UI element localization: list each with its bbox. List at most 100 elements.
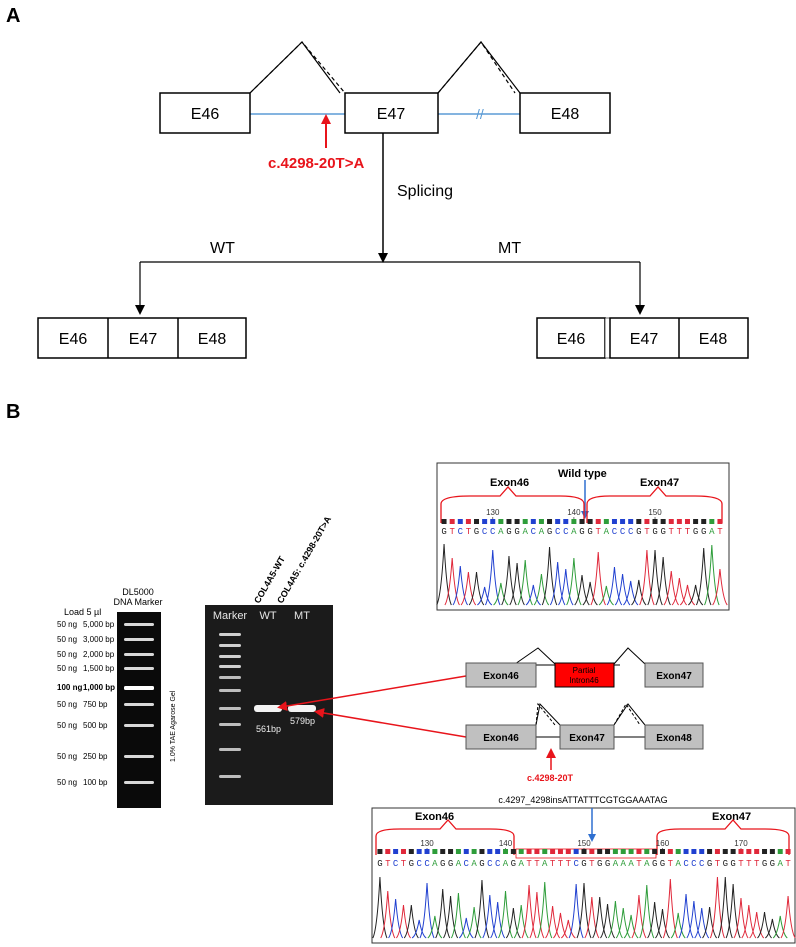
trace-peak xyxy=(687,584,704,606)
base-square xyxy=(691,849,697,854)
tick-label: 170 xyxy=(734,839,748,848)
base-call-squares xyxy=(441,519,723,524)
trace-peak xyxy=(695,547,712,606)
base-letter: T xyxy=(401,859,407,869)
trace-peak xyxy=(411,919,427,939)
base-letter: T xyxy=(449,527,455,537)
base-letter: C xyxy=(555,527,561,537)
trace-peak xyxy=(477,586,493,606)
base-square xyxy=(636,519,642,524)
trace-peak xyxy=(631,894,647,939)
trace-peak xyxy=(521,884,537,939)
marker-band xyxy=(124,653,154,656)
tick-label: 140 xyxy=(499,839,513,848)
trace-peak xyxy=(631,579,647,606)
base-square xyxy=(490,519,496,524)
wt-transcript: E46 E47 E48 xyxy=(37,317,247,359)
base-square xyxy=(565,849,571,854)
gel-note: 1.0% TAE Agarose Gel xyxy=(170,690,177,762)
base-letter: G xyxy=(723,859,728,869)
band-wt-size: 561bp xyxy=(256,724,281,734)
exon-label: E48 xyxy=(198,331,227,348)
exon46-box-label: Exon46 xyxy=(483,671,519,682)
base-letter: T xyxy=(669,527,675,537)
lane-wt-label: WT xyxy=(259,610,276,622)
base-letter: T xyxy=(589,859,595,869)
splicing-label: Splicing xyxy=(397,183,453,200)
mt-label: MT xyxy=(498,240,521,257)
trace-peak xyxy=(749,911,765,939)
base-letter: G xyxy=(547,527,552,537)
marker-bp-label: 1,000 bp xyxy=(83,683,115,692)
base-square xyxy=(605,849,611,854)
base-square xyxy=(463,849,469,854)
trace-peak xyxy=(533,573,550,606)
base-letter: T xyxy=(566,859,572,869)
base-square xyxy=(587,519,593,524)
base-square xyxy=(555,519,561,524)
base-square xyxy=(514,519,520,524)
trace-peak xyxy=(623,914,639,939)
exon-label: E46 xyxy=(191,106,220,123)
exon-label: E47 xyxy=(377,106,406,123)
base-square xyxy=(668,519,674,524)
base-square xyxy=(746,849,752,854)
base-letter: C xyxy=(563,527,569,537)
marker-bp-label: 2,000 bp xyxy=(83,650,115,659)
trace-peak xyxy=(380,890,396,939)
trace-peak xyxy=(509,562,525,606)
base-square xyxy=(785,849,791,854)
base-letter: C xyxy=(495,859,501,869)
ladder-band xyxy=(219,748,241,751)
tick-label: 150 xyxy=(648,508,662,517)
base-letter: A xyxy=(432,859,438,869)
base-letter: A xyxy=(621,859,627,869)
mt-transcript: E46 E47 E48 xyxy=(536,317,749,359)
band-mt xyxy=(288,705,316,712)
trace-peak xyxy=(576,882,592,939)
base-square xyxy=(636,849,642,854)
band-mt-size: 579bp xyxy=(290,716,315,726)
ladder-band xyxy=(219,676,241,679)
base-letter: A xyxy=(503,859,509,869)
base-letter: G xyxy=(506,527,511,537)
trace-peak xyxy=(529,891,545,939)
base-square xyxy=(717,519,723,524)
trace-peak xyxy=(678,893,694,939)
base-letter: T xyxy=(596,527,602,537)
exon48-box-label: Exon48 xyxy=(656,733,692,744)
base-square xyxy=(424,849,430,854)
tick-label: 150 xyxy=(577,839,591,848)
arrow-wt-to-band xyxy=(314,708,467,738)
trace-peak xyxy=(600,903,616,939)
tick-label: 160 xyxy=(656,839,670,848)
base-square xyxy=(769,849,775,854)
trace-peak xyxy=(592,896,608,939)
marker-ng-label: 100 ng xyxy=(57,683,82,692)
base-letter: A xyxy=(613,859,619,869)
trace-peak xyxy=(545,905,561,939)
panel-a-label: A xyxy=(6,5,20,27)
marker-band xyxy=(124,686,154,690)
exon-right-bracket xyxy=(656,819,790,855)
exon46-box-label: Exon46 xyxy=(483,733,519,744)
diagram-wild-type: Exon46 Exon47 Exon48 c.4298-20T xyxy=(465,702,704,783)
marker-ng-label: 50 ng xyxy=(57,778,77,787)
base-square xyxy=(777,849,783,854)
panel-b-label: B xyxy=(6,401,20,423)
trace-peak xyxy=(574,574,590,606)
base-letter: T xyxy=(385,859,391,869)
base-square xyxy=(538,519,544,524)
base-square xyxy=(471,849,477,854)
exon-left-label: Exon46 xyxy=(490,477,529,489)
exon-label: E48 xyxy=(551,106,580,123)
trace-peak xyxy=(780,895,796,939)
trace-peak xyxy=(733,897,749,939)
trace-peak xyxy=(482,894,498,939)
base-square xyxy=(683,849,689,854)
exon47-box-label: Exon47 xyxy=(656,671,692,682)
base-letter: G xyxy=(511,859,516,869)
base-square xyxy=(652,849,658,854)
trace-peak xyxy=(513,904,529,939)
